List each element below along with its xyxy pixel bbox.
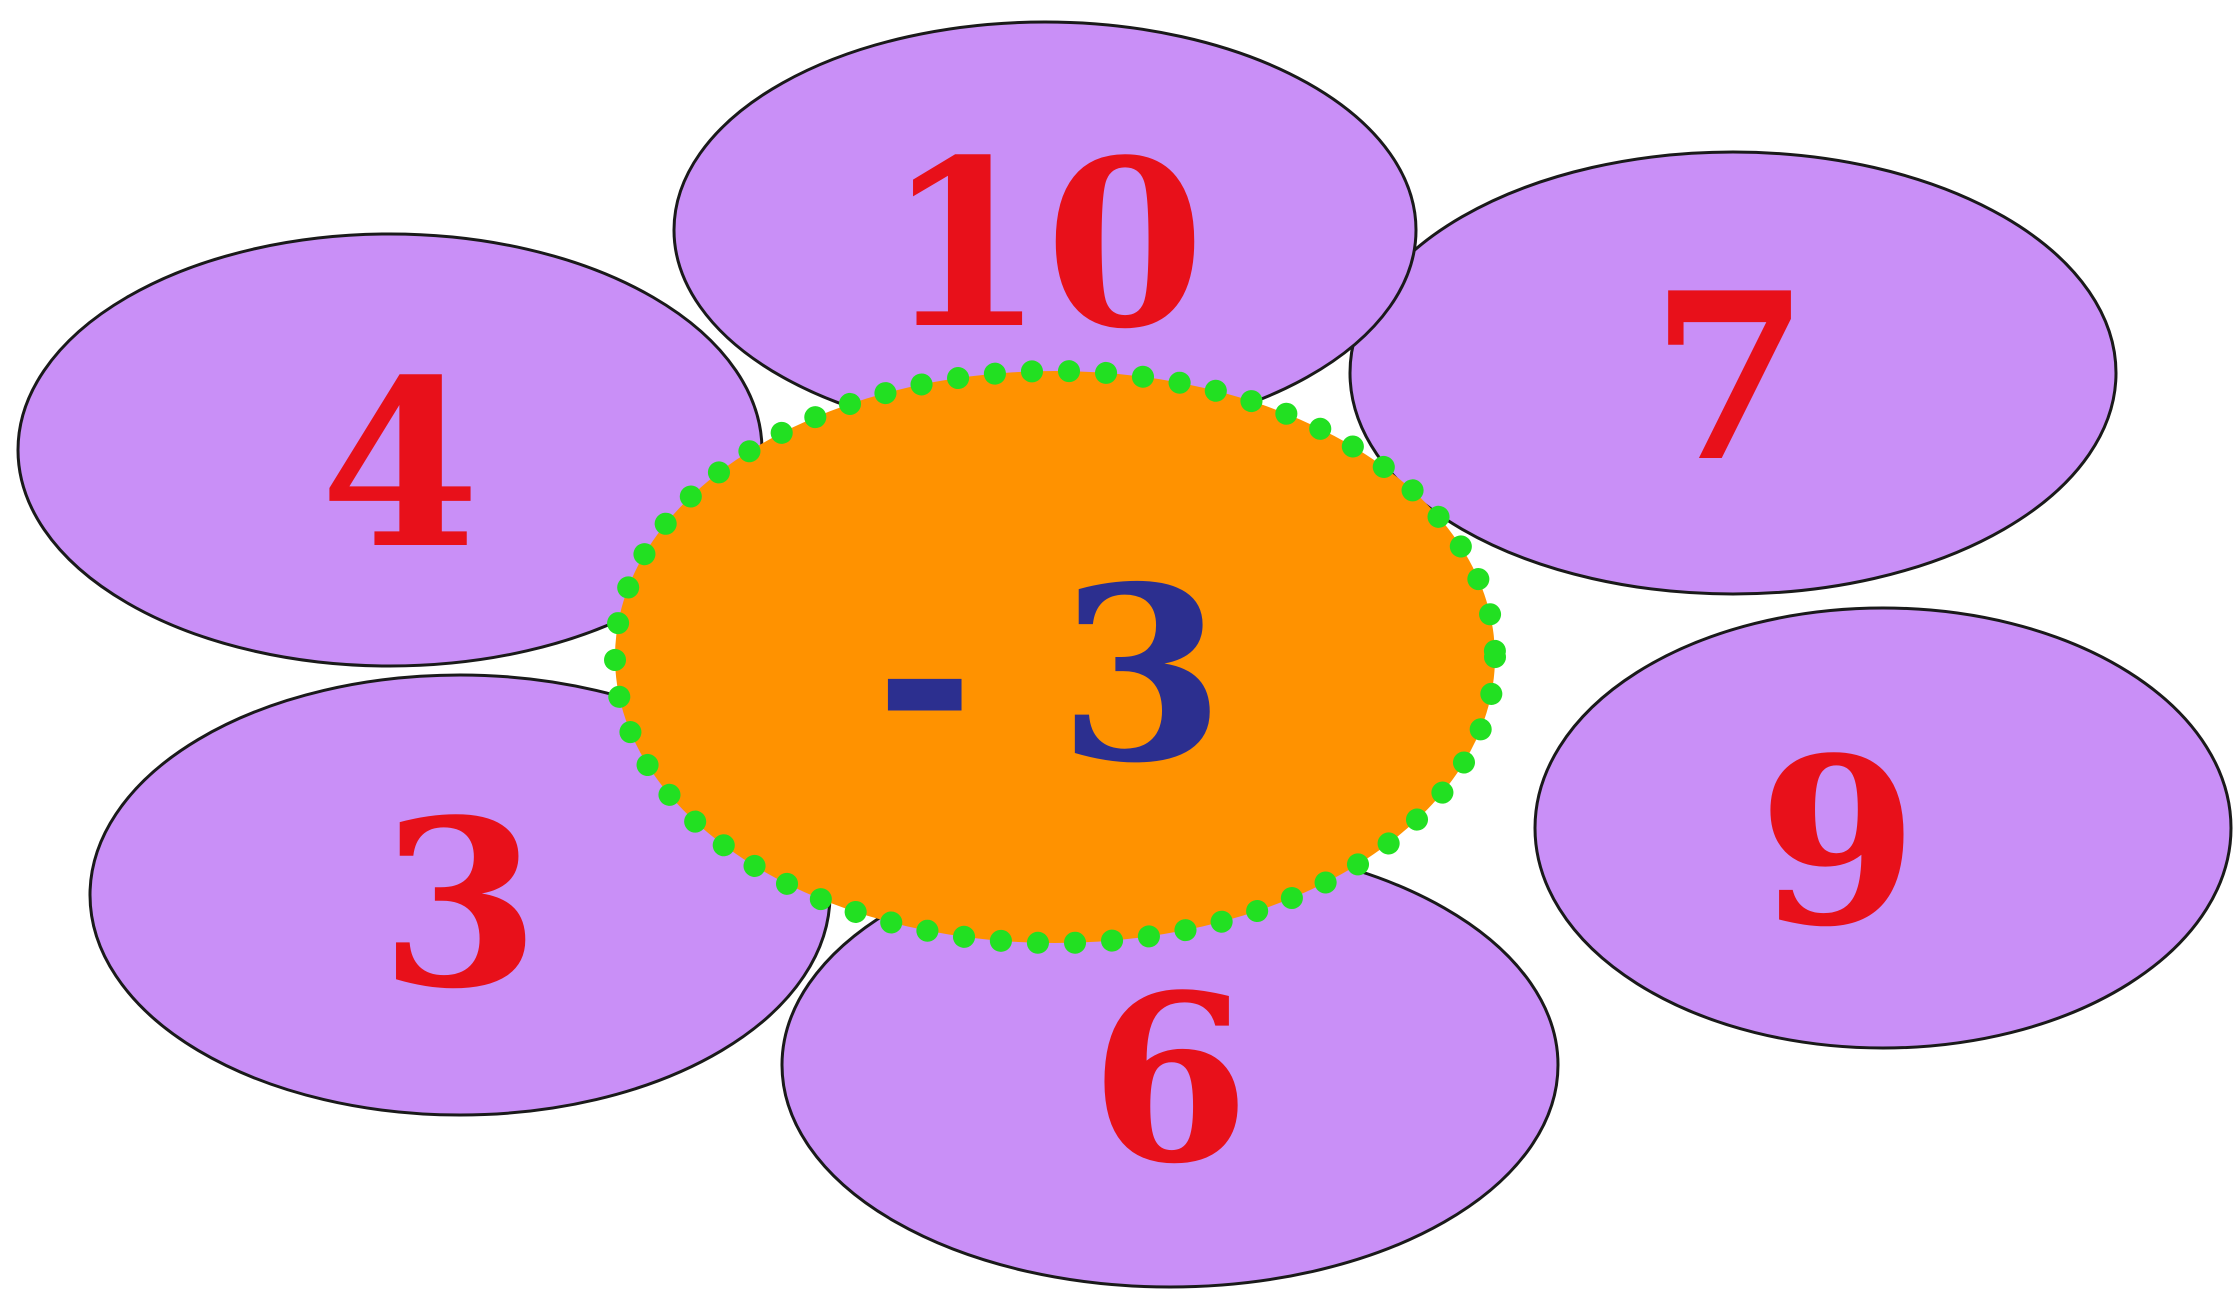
flower-center: - 3 bbox=[615, 371, 1495, 943]
petal-top-right: 7 bbox=[1350, 152, 2116, 594]
petal-bottom-left-label: 3 bbox=[380, 770, 540, 1040]
petal-right-label: 9 bbox=[1758, 708, 1918, 978]
petal-bottom-label: 6 bbox=[1090, 945, 1250, 1215]
petal-top-left-label: 4 bbox=[320, 330, 480, 600]
petal-right: 9 bbox=[1535, 608, 2231, 1048]
flower-center-label: - 3 bbox=[875, 534, 1225, 816]
petal-top-right-label: 7 bbox=[1650, 243, 1810, 513]
petal-top-label: 10 bbox=[885, 110, 1205, 380]
